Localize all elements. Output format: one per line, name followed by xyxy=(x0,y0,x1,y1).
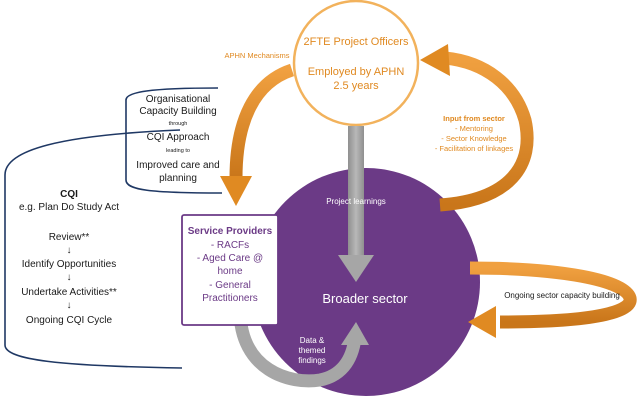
cqi-arrow-1: ↓ xyxy=(66,245,72,256)
project-officers-line2: 2.5 years xyxy=(333,80,379,92)
service-item-racfs: - RACFs xyxy=(210,240,250,251)
service-item-general: - General xyxy=(209,280,251,291)
cqi-step-ongoing: Ongoing CQI Cycle xyxy=(25,315,113,326)
mechanisms-label: APHN Mechanisms xyxy=(224,51,290,60)
service-providers-box xyxy=(181,214,279,326)
input-item-knowledge: - Sector Knowledge xyxy=(441,134,507,143)
data-findings-line2: themed xyxy=(298,346,326,355)
project-officers-circle xyxy=(292,0,420,127)
service-item-practitioners: Practitioners xyxy=(202,293,258,304)
data-findings-line3: findings xyxy=(298,356,326,365)
org-capacity-line2: Capacity Building xyxy=(139,106,217,117)
data-findings-arrow xyxy=(233,309,362,388)
project-learnings-label: Project learnings xyxy=(326,197,386,206)
cqi-step-undertake: Undertake Activities** xyxy=(21,287,117,298)
cqi-arrow-2: ↓ xyxy=(66,272,72,283)
mechanisms-arrowhead xyxy=(220,176,252,206)
mechanisms-arrow xyxy=(229,63,295,179)
input-arrowhead xyxy=(420,44,450,76)
data-findings-arrowhead xyxy=(341,322,369,345)
cqi-step-identify: Identify Opportunities xyxy=(21,259,117,270)
org-capacity-through: through xyxy=(168,121,188,127)
org-capacity-line3: CQI Approach xyxy=(146,132,210,143)
ongoing-capacity-loop xyxy=(469,261,637,329)
input-item-mentoring: - Mentoring xyxy=(455,124,493,133)
project-officers-line1: Employed by APHN xyxy=(307,66,405,78)
input-item-linkages: - Facilitation of linkages xyxy=(434,144,514,153)
project-officers-title: 2FTE Project Officers xyxy=(303,36,409,48)
data-findings-line1: Data & xyxy=(299,336,325,345)
service-providers-title: Service Providers xyxy=(187,226,273,237)
cqi-step-review: Review** xyxy=(48,232,90,243)
org-capacity-line5: planning xyxy=(159,173,197,184)
input-from-sector-loop xyxy=(439,51,534,212)
ongoing-capacity-label: Ongoing sector capacity building xyxy=(504,291,620,300)
input-from-sector-title: Input from sector xyxy=(443,114,505,123)
project-learnings-arrowhead xyxy=(338,255,374,282)
cqi-title: CQI xyxy=(60,189,78,200)
org-capacity-line1: Organisational xyxy=(145,94,211,105)
broader-sector-label: Broader sector xyxy=(322,291,408,306)
service-item-home: home xyxy=(217,266,243,277)
org-capacity-line4: Improved care and xyxy=(136,160,220,171)
ongoing-arrowhead xyxy=(468,306,496,338)
org-capacity-leading-to: leading to xyxy=(166,148,190,154)
cqi-arrow-3: ↓ xyxy=(66,300,72,311)
cqi-subtitle: e.g. Plan Do Study Act xyxy=(18,202,120,213)
project-learnings-shaft xyxy=(348,126,364,256)
org-capacity-bracket xyxy=(125,87,223,194)
broader-sector-circle xyxy=(252,168,480,396)
cqi-bracket xyxy=(4,129,183,369)
service-item-aged-care: - Aged Care @ xyxy=(196,253,264,264)
